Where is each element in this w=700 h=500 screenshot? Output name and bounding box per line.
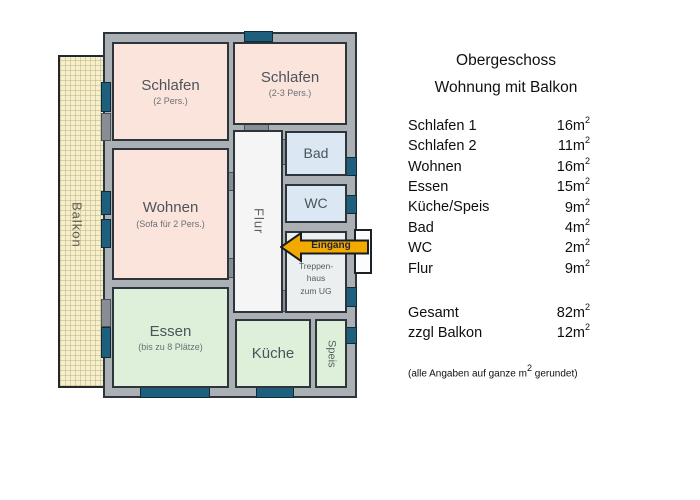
area-row-value: 16m2 bbox=[556, 155, 590, 175]
area-row-value: 11m2 bbox=[557, 135, 590, 155]
summary-row-balcony: zzgl Balkon 12m2 bbox=[408, 322, 590, 343]
room-wc: WC bbox=[285, 184, 347, 223]
room-sublabel: (Sofa für 2 Pers.) bbox=[136, 218, 205, 229]
room-flur: Flur bbox=[233, 130, 283, 313]
area-row: Küche/Speis 9m2 bbox=[408, 196, 590, 218]
room-sublabel: (2-3 Pers.) bbox=[268, 88, 312, 99]
window-marker bbox=[101, 219, 111, 248]
area-row-label: WC bbox=[408, 240, 433, 257]
area-row-value: 9m2 bbox=[564, 257, 590, 277]
area-row-label: Flur bbox=[408, 260, 433, 277]
room-label: Schlafen bbox=[260, 68, 320, 86]
room-schlafen-1: Schlafen (2 Pers.) bbox=[112, 42, 229, 141]
window-marker bbox=[101, 82, 111, 112]
balcony-label: Balkon bbox=[69, 202, 85, 248]
balcony-area bbox=[58, 55, 107, 388]
room-label: Flur bbox=[251, 208, 267, 235]
window-marker bbox=[256, 387, 294, 398]
summary-row-total: Gesamt 82m2 bbox=[408, 302, 590, 323]
stairwell-label: zum UG bbox=[300, 285, 332, 296]
window-marker bbox=[346, 157, 357, 176]
room-label: Wohnen bbox=[142, 199, 199, 217]
room-label: Bad bbox=[303, 145, 329, 162]
window-marker bbox=[244, 31, 273, 42]
area-row: WC 2m2 bbox=[408, 237, 590, 258]
area-row-value: 2m2 bbox=[564, 237, 590, 257]
area-row-label: Küche/Speis bbox=[408, 199, 490, 216]
room-label: WC bbox=[304, 195, 328, 212]
area-row-label: Schlafen 1 bbox=[408, 117, 477, 134]
door-marker bbox=[101, 113, 111, 141]
area-row: Schlafen 1 16m2 bbox=[408, 115, 590, 136]
window-marker bbox=[346, 195, 357, 214]
window-marker bbox=[101, 191, 111, 215]
entrance-label: Eingang bbox=[311, 240, 351, 251]
window-marker bbox=[346, 287, 357, 307]
area-list: Schlafen 1 16m2 Schlafen 2 11m2 Wohnen 1… bbox=[408, 115, 590, 279]
door-marker bbox=[101, 299, 111, 327]
area-row: Essen 15m2 bbox=[408, 176, 590, 197]
room-sublabel: (bis zu 8 Plätze) bbox=[138, 342, 203, 353]
stairwell-label: Treppen- bbox=[298, 261, 334, 272]
summary-row-value: 12m2 bbox=[556, 322, 590, 342]
room-label: Küche bbox=[251, 344, 295, 362]
room-bad: Bad bbox=[285, 131, 347, 176]
room-sublabel: (2 Pers.) bbox=[153, 96, 188, 107]
entrance-arrow-icon bbox=[279, 231, 370, 263]
area-row-value: 4m2 bbox=[564, 216, 590, 236]
window-marker bbox=[346, 327, 357, 344]
room-wohnen: Wohnen (Sofa für 2 Pers.) bbox=[112, 148, 229, 280]
page-title: Obergeschoss Wohnung mit Balkon bbox=[400, 47, 612, 101]
summary-row-label: zzgl Balkon bbox=[408, 325, 483, 342]
area-row: Wohnen 16m2 bbox=[408, 155, 590, 177]
area-row-value: 15m2 bbox=[556, 176, 590, 195]
room-kueche: Küche bbox=[235, 319, 311, 388]
window-marker bbox=[140, 387, 210, 398]
summary-list: Gesamt 82m2 zzgl Balkon 12m2 bbox=[408, 302, 590, 344]
area-row-label: Essen bbox=[408, 179, 449, 195]
area-row-value: 16m2 bbox=[556, 115, 590, 134]
area-row: Bad 4m2 bbox=[408, 216, 590, 238]
room-label: Speis bbox=[325, 339, 338, 368]
title-line-2: Wohnung mit Balkon bbox=[434, 79, 578, 96]
area-row-value: 9m2 bbox=[564, 196, 590, 216]
summary-row-label: Gesamt bbox=[408, 304, 459, 321]
area-row-label: Wohnen bbox=[408, 158, 462, 175]
area-row-label: Schlafen 2 bbox=[408, 138, 477, 155]
area-row: Flur 9m2 bbox=[408, 257, 590, 279]
area-row: Schlafen 2 11m2 bbox=[408, 135, 590, 156]
room-label: Essen bbox=[149, 322, 192, 340]
area-row-label: Bad bbox=[408, 219, 434, 236]
window-marker bbox=[101, 327, 111, 358]
footnote: (alle Angaben auf ganze m2 gerundet) bbox=[408, 363, 578, 380]
stairwell-label: haus bbox=[306, 273, 326, 284]
summary-row-value: 82m2 bbox=[556, 302, 590, 321]
room-speis: Speis bbox=[315, 319, 347, 388]
room-essen: Essen (bis zu 8 Plätze) bbox=[112, 287, 229, 388]
room-schlafen-2: Schlafen (2-3 Pers.) bbox=[233, 42, 347, 125]
room-label: Schlafen bbox=[141, 76, 200, 94]
title-line-1: Obergeschoss bbox=[456, 52, 556, 69]
